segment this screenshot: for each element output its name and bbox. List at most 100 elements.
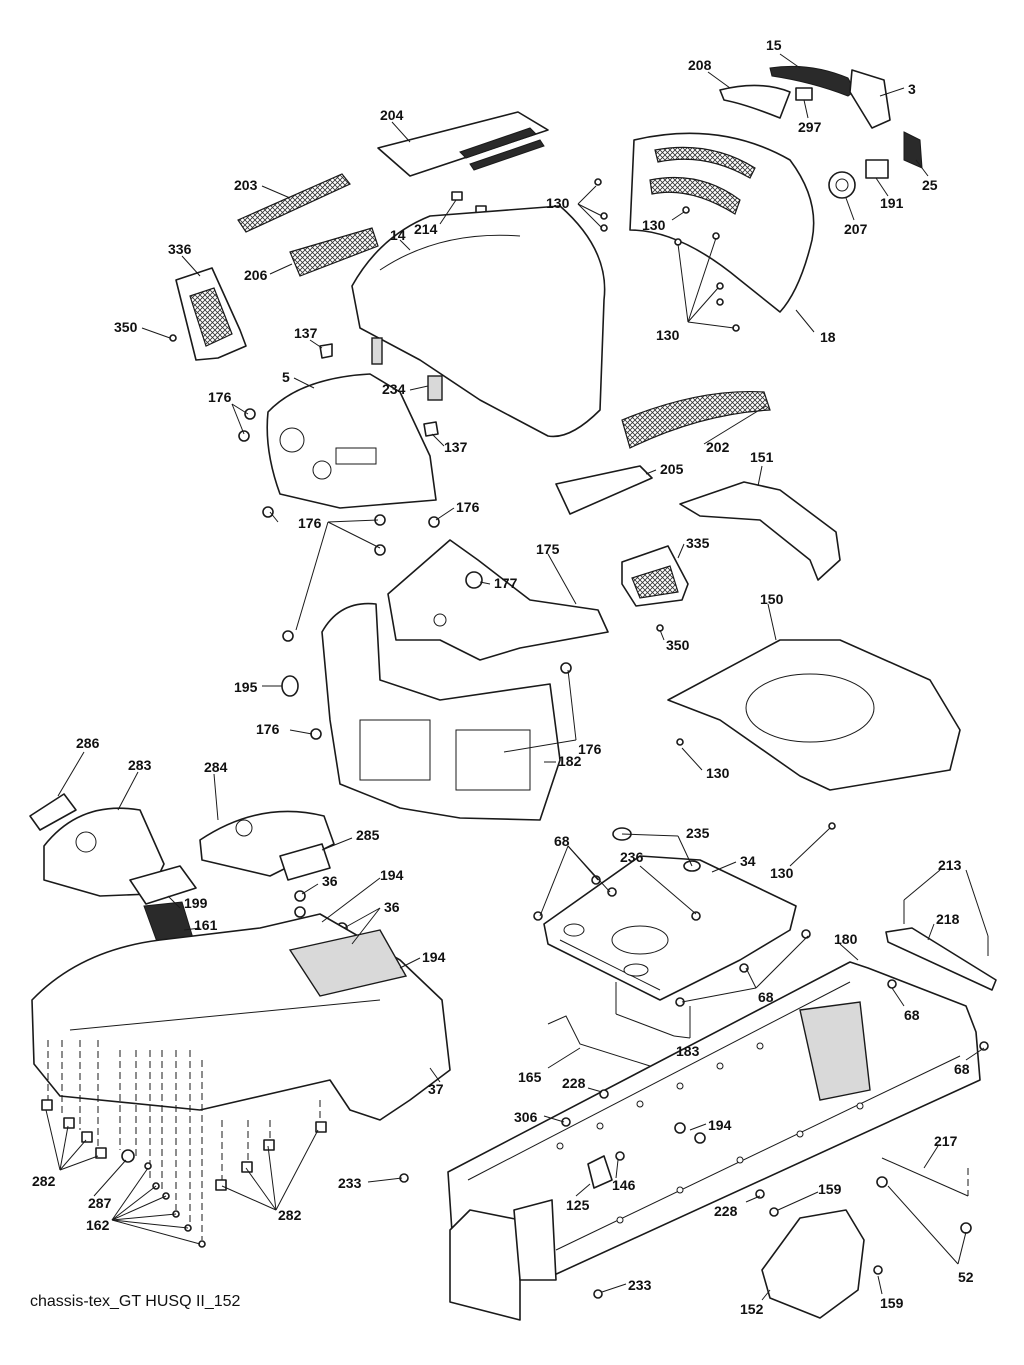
part-213-bolt — [903, 900, 989, 956]
callout-18: 18 — [820, 329, 836, 345]
callout-213: 213 — [938, 857, 962, 873]
part-202-front-grille — [621, 390, 771, 449]
part-150-footplate — [667, 639, 961, 791]
callout-208: 208 — [688, 57, 712, 73]
part-282-clips — [41, 1099, 327, 1191]
callout-36-a: 36 — [322, 873, 338, 889]
part-159-bolts — [769, 1207, 883, 1275]
callout-150: 150 — [760, 591, 784, 607]
part-25-light-cover — [903, 131, 923, 169]
callout-68-b: 68 — [758, 989, 774, 1005]
callout-137-b: 137 — [444, 439, 468, 455]
callout-282-b: 282 — [278, 1207, 302, 1223]
callout-151: 151 — [750, 449, 774, 465]
part-214-clips — [451, 191, 487, 215]
callout-214: 214 — [414, 221, 438, 237]
callout-177: 177 — [494, 575, 518, 591]
part-146-125-bracket — [587, 1151, 625, 1189]
callout-130-a: 130 — [546, 195, 570, 211]
callout-176-d: 176 — [256, 721, 280, 737]
part-233-bolts — [399, 1173, 603, 1299]
part-207-headlight — [828, 171, 856, 199]
part-218-bracket — [885, 927, 997, 991]
callout-234: 234 — [382, 381, 406, 397]
callout-176-c: 176 — [456, 499, 480, 515]
part-191-socket — [865, 159, 889, 179]
callout-152: 152 — [740, 1301, 764, 1317]
part-285-gasket — [279, 843, 331, 881]
part-297-clip — [795, 87, 813, 101]
part-306-nut — [561, 1117, 571, 1127]
part-199-fuel-cap — [129, 865, 197, 905]
part-152-bracket — [761, 1209, 865, 1319]
callout-125: 125 — [566, 1197, 590, 1213]
callout-195: 195 — [234, 679, 258, 695]
callout-228-b: 228 — [714, 1203, 738, 1219]
callout-306: 306 — [514, 1109, 538, 1125]
callout-36-b: 36 — [384, 899, 400, 915]
part-180-chassis-frame — [447, 961, 981, 1321]
callout-130-e: 130 — [770, 865, 794, 881]
callout-3: 3 — [908, 81, 916, 97]
part-137-clip-a — [319, 343, 333, 359]
part-68-bolts-frame — [887, 979, 989, 1051]
part-175-dash-bracket — [387, 539, 609, 661]
callout-203: 203 — [234, 177, 258, 193]
part-205-lower-trim — [555, 465, 653, 515]
callout-336: 336 — [168, 241, 192, 257]
part-162-screws — [144, 1162, 206, 1248]
part-286-cap — [29, 793, 77, 831]
callout-68-c: 68 — [904, 1007, 920, 1023]
part-137-clip-b — [423, 421, 439, 437]
callout-283: 283 — [128, 757, 152, 773]
callout-350-a: 350 — [114, 319, 138, 335]
callout-287: 287 — [88, 1195, 112, 1211]
callout-206: 206 — [244, 267, 268, 283]
part-217-rod — [881, 1157, 969, 1197]
callout-130-d: 130 — [706, 765, 730, 781]
callout-5: 5 — [282, 369, 290, 385]
callout-130-b: 130 — [642, 217, 666, 233]
callouts: 15 208 3 297 204 25 191 207 203 214 130 … — [32, 37, 974, 1317]
callout-146: 146 — [612, 1177, 636, 1193]
callout-194-c: 194 — [708, 1117, 732, 1133]
callout-194-a: 194 — [380, 867, 404, 883]
part-194-nuts-chassis — [674, 1122, 706, 1144]
callout-176-e: 176 — [578, 741, 602, 757]
part-34-seat-plate — [543, 855, 797, 1001]
callout-285: 285 — [356, 827, 380, 843]
callout-202: 202 — [706, 439, 730, 455]
callout-284: 284 — [204, 759, 228, 775]
part-52-nuts — [876, 1176, 972, 1234]
callout-233-b: 233 — [628, 1277, 652, 1293]
callout-194-b: 194 — [422, 949, 446, 965]
callout-191: 191 — [880, 195, 904, 211]
callout-159-b: 159 — [880, 1295, 904, 1311]
callout-217: 217 — [934, 1133, 958, 1149]
callout-161: 161 — [194, 917, 218, 933]
callout-130-c: 130 — [656, 327, 680, 343]
callout-175: 175 — [536, 541, 560, 557]
part-208-headlight-lens — [719, 84, 791, 119]
part-3-hood-emblem — [849, 69, 891, 129]
part-206-grille-insert — [289, 227, 379, 277]
part-204-hood-panel — [377, 111, 549, 177]
part-130-screws-lower — [676, 738, 836, 830]
callout-297: 297 — [798, 119, 822, 135]
callout-180: 180 — [834, 931, 858, 947]
callout-34: 34 — [740, 853, 756, 869]
part-234-strip — [371, 337, 443, 401]
callout-162: 162 — [86, 1217, 110, 1233]
callout-176-b: 176 — [298, 515, 322, 531]
callout-25: 25 — [922, 177, 938, 193]
part-195-plug — [281, 675, 299, 697]
callout-52: 52 — [958, 1269, 974, 1285]
callout-159-a: 159 — [818, 1181, 842, 1197]
callout-68-a: 68 — [554, 833, 570, 849]
callout-228-a: 228 — [562, 1075, 586, 1091]
part-18-front-bumper — [629, 132, 815, 313]
callout-183: 183 — [676, 1043, 700, 1059]
callout-205: 205 — [660, 461, 684, 477]
part-14-hood — [351, 205, 606, 438]
part-203-side-grille — [237, 173, 351, 233]
